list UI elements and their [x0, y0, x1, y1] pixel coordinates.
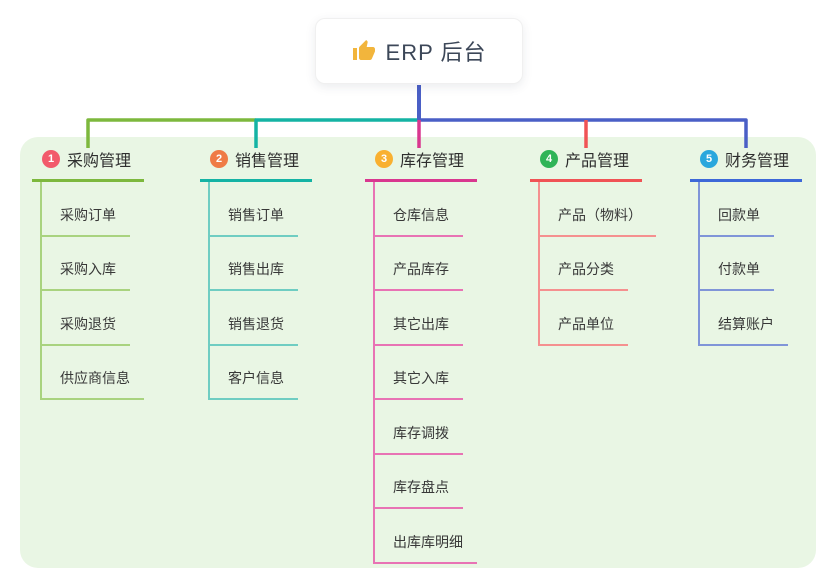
branch-sales: 2 销售管理 销售订单 销售出库 销售退货 客户信息	[200, 145, 312, 400]
mindmap-node[interactable]: 仓库信息	[375, 182, 463, 237]
mindmap-node[interactable]: 回款单	[700, 182, 774, 237]
badge-3: 3	[375, 150, 393, 168]
root-node-title: ERP 后台	[385, 40, 487, 65]
branch-finance-title-node[interactable]: 5 财务管理	[690, 145, 802, 182]
mindmap-background-panel	[20, 137, 816, 568]
badge-2: 2	[210, 150, 228, 168]
mindmap-node[interactable]: 其它入库	[375, 346, 463, 400]
branch-title-label: 财务管理	[725, 153, 790, 170]
branch-product-title-node[interactable]: 4 产品管理	[530, 145, 642, 182]
branch-finance: 5 财务管理 回款单 付款单 结算账户	[690, 145, 802, 346]
mindmap-node[interactable]: 库存盘点	[375, 455, 463, 509]
branch-purchase-title-node[interactable]: 1 采购管理	[32, 145, 144, 182]
branch-sales-title-node[interactable]: 2 销售管理	[200, 145, 312, 182]
mindmap-node[interactable]: 采购退货	[42, 291, 130, 346]
mindmap-node[interactable]: 产品库存	[375, 237, 463, 291]
mindmap-node[interactable]: 客户信息	[210, 346, 298, 400]
mindmap-node[interactable]: 付款单	[700, 237, 774, 291]
branch-inventory-title-node[interactable]: 3 库存管理	[365, 145, 477, 182]
branch-sales-items: 销售订单 销售出库 销售退货 客户信息	[208, 182, 312, 400]
mindmap-node[interactable]: 销售订单	[210, 182, 298, 237]
mindmap-node[interactable]: 采购订单	[42, 182, 130, 237]
badge-4: 4	[540, 150, 558, 168]
branch-finance-items: 回款单 付款单 结算账户	[698, 182, 802, 346]
mindmap-node[interactable]: 采购入库	[42, 237, 130, 291]
badge-5: 5	[700, 150, 718, 168]
badge-1: 1	[42, 150, 60, 168]
mindmap-node[interactable]: 其它出库	[375, 291, 463, 346]
mindmap-node[interactable]: 销售退货	[210, 291, 298, 346]
branch-inventory-items: 仓库信息 产品库存 其它出库 其它入库 库存调拨 库存盘点 出库库明细	[373, 182, 477, 564]
mindmap-node[interactable]: 出库库明细	[375, 509, 477, 564]
branch-product-items: 产品（物料） 产品分类 产品单位	[538, 182, 656, 346]
mindmap-node[interactable]: 产品分类	[540, 237, 628, 291]
mindmap-node[interactable]: 销售出库	[210, 237, 298, 291]
mindmap-node[interactable]: 产品（物料）	[540, 182, 656, 237]
branch-title-label: 采购管理	[67, 153, 132, 170]
thumbs-up-icon	[352, 39, 376, 63]
branch-purchase-items: 采购订单 采购入库 采购退货 供应商信息	[40, 182, 144, 400]
branch-purchase: 1 采购管理 采购订单 采购入库 采购退货 供应商信息	[32, 145, 144, 400]
mindmap-node[interactable]: 供应商信息	[42, 346, 144, 400]
mindmap-node[interactable]: 库存调拨	[375, 400, 463, 455]
branch-title-label: 产品管理	[565, 153, 630, 170]
branch-product: 4 产品管理 产品（物料） 产品分类 产品单位	[530, 145, 656, 346]
mindmap-node[interactable]: 产品单位	[540, 291, 628, 346]
root-node-erp[interactable]: ERP 后台	[315, 18, 523, 84]
branch-title-label: 销售管理	[235, 153, 300, 170]
branch-title-label: 库存管理	[400, 153, 465, 170]
mindmap-node[interactable]: 结算账户	[700, 291, 788, 346]
branch-inventory: 3 库存管理 仓库信息 产品库存 其它出库 其它入库 库存调拨 库存盘点 出库库…	[365, 145, 477, 564]
